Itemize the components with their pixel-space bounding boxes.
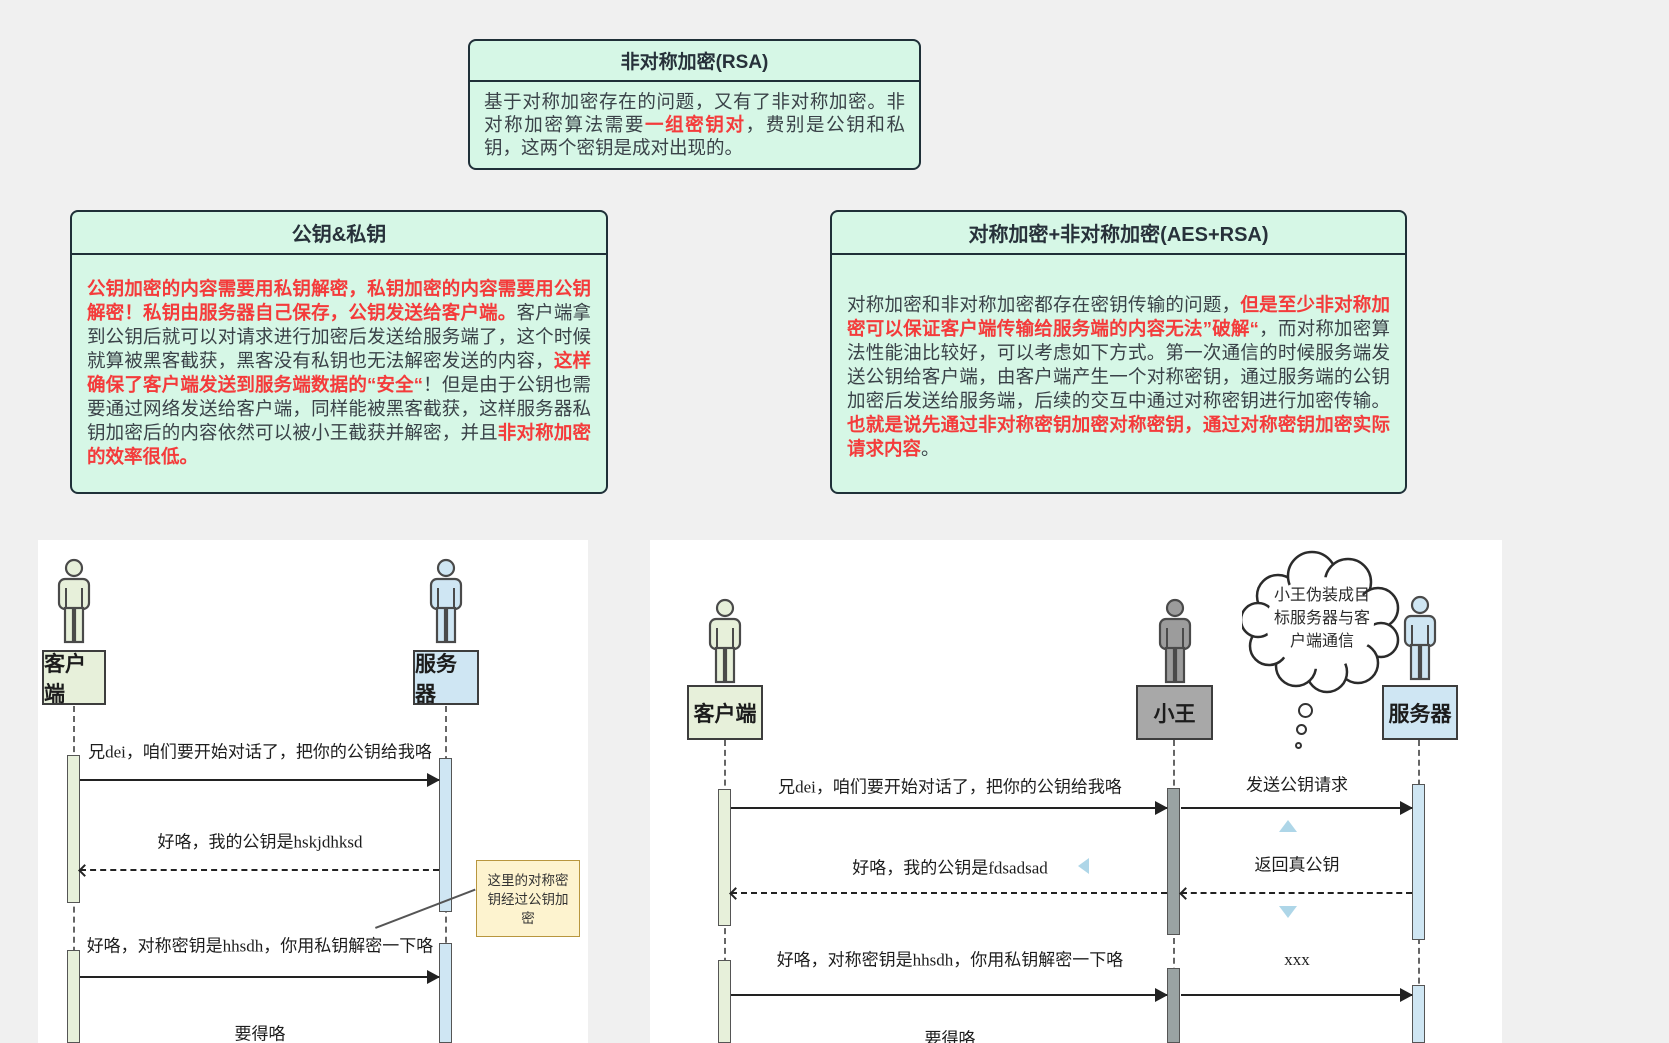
highlighted-text-segment: 非对称加密的效率很低。 — [87, 422, 591, 467]
arrow-line — [731, 994, 1167, 996]
infobox-public-private-key: 公钥&私钥 公钥加密的内容需要用私钥解密，私钥加密的内容需要用公钥解密！私钥由服… — [70, 210, 608, 494]
server-person-icon — [1397, 595, 1443, 681]
message-forward-key-request: 发送公钥请求 — [1246, 775, 1348, 795]
thought-dot-small — [1295, 742, 1302, 749]
actor-client: 客户端 — [687, 685, 763, 740]
thought-dot-large — [1298, 703, 1313, 718]
text-segment: ！但是由于公钥也需要通过网络发送给客户端，同样能被黑客截获，这样服务器私钥加密后… — [87, 374, 591, 443]
arrow-mitm-to-client-return — [729, 886, 1167, 900]
arrowhead-right-icon — [1400, 801, 1413, 815]
arrowhead-right-icon — [1155, 801, 1168, 815]
activation-client-2 — [67, 950, 80, 1043]
infobox-rsa-body: 基于对称加密存在的问题，又有了非对称加密。非对称加密算法需要一组密钥对，费别是公… — [470, 82, 919, 167]
infobox-rsa-title: 非对称加密(RSA) — [470, 41, 919, 82]
activation-mitm-2 — [1167, 968, 1180, 1043]
arrowhead-left-icon — [1179, 886, 1192, 900]
text-segment: 。 — [921, 438, 940, 459]
infobox-rsa: 非对称加密(RSA) 基于对称加密存在的问题，又有了非对称加密。非对称加密算法需… — [468, 39, 921, 170]
arrow-line — [80, 976, 439, 978]
arrow-request-public-key — [80, 773, 440, 787]
message-fake-public-key: 好咯，我的公钥是fdsadsad — [852, 858, 1048, 878]
arrowhead-right-icon — [1155, 988, 1168, 1002]
arrow-line — [731, 807, 1167, 809]
activation-mitm-1 — [1167, 788, 1180, 935]
arrow-line — [1181, 994, 1412, 996]
arrow-client-symkey-to-mitm — [731, 988, 1168, 1002]
thought-dot-medium — [1296, 724, 1307, 735]
arrow-mitm-to-server — [1181, 801, 1413, 815]
note-symmetric-key-encrypted: 这里的对称密钥经过公钥加密 — [476, 860, 580, 937]
thought-cloud-text: 小王伪装成目标服务器与客户端通信 — [1273, 587, 1370, 650]
highlighted-text-segment: 也就是说先通过非对称密钥加密对称密钥，通过对称密钥加密实际请求内容 — [847, 414, 1390, 459]
client-person-icon — [702, 598, 748, 684]
arrow-line — [1181, 892, 1412, 894]
blue-up-triangle-marker — [1279, 820, 1297, 832]
arrow-mitm-xxx-to-server — [1181, 988, 1413, 1002]
arrowhead-right-icon — [1400, 988, 1413, 1002]
infobox-keys-title: 公钥&私钥 — [72, 212, 606, 255]
arrowhead-left-icon — [729, 886, 742, 900]
activation-client-1 — [67, 755, 80, 903]
arrow-line — [80, 779, 439, 781]
message-ok: 要得咯 — [234, 1024, 286, 1043]
activation-server-2 — [439, 943, 452, 1043]
infobox-aes-body: 对称加密和非对称加密都存在密钥传输的问题，但是至少非对称加密可以保证客户端传输给… — [832, 255, 1405, 471]
mitm-person-icon — [1152, 598, 1198, 684]
highlighted-text-segment: 公钥加密的内容需要用私钥解密，私钥加密的内容需要用公钥解密！私钥由服务器自己保存… — [87, 278, 591, 323]
highlighted-text-segment: 这样确保了客户端发送到服务端数据的“安全“ — [87, 350, 591, 395]
arrowhead-left-icon — [78, 863, 91, 877]
highlighted-text-segment: 一组密钥对 — [644, 114, 746, 135]
actor-mitm: 小王 — [1136, 685, 1213, 740]
actor-client: 客户端 — [42, 650, 106, 706]
arrow-server-to-mitm-return — [1179, 886, 1412, 900]
text-segment: 对称加密和非对称加密都存在密钥传输的问题， — [847, 294, 1241, 315]
message-client-request-key: 兄dei，咱们要开始对话了，把你的公钥给我咯 — [778, 777, 1122, 797]
message-ok: 要得咯 — [924, 1029, 976, 1043]
sequence-diagram-rsa-exchange: 客户端 服务器 兄dei，咱们要开始对话了，把你的公钥给我咯 好咯，我的公钥是h… — [38, 540, 588, 1043]
text-segment: ，费别是公钥和私钥，这两个密钥是成对出现的。 — [484, 114, 905, 158]
note-connector-line — [375, 888, 476, 929]
arrow-send-symmetric-key — [80, 970, 440, 984]
text-segment: 客户端拿到公钥后就可以对请求进行加密后发送给服务端了，这个时候就算被黑客截获，黑… — [87, 302, 591, 371]
text-segment: ，而对称加密算法性能油比较好，可以考虑如下方式。第一次通信的时候服务端发送公钥给… — [847, 318, 1390, 411]
activation-server-1 — [1412, 784, 1425, 940]
arrow-line — [731, 892, 1167, 894]
message-request-public-key: 兄dei，咱们要开始对话了，把你的公钥给我咯 — [88, 742, 432, 762]
actor-server: 服务器 — [413, 650, 479, 706]
sequence-diagram-mitm-attack: 客户端 小王 服务器 小王伪装成目标服务器与客户端通信 兄dei，咱们要开始对话… — [650, 540, 1502, 1043]
message-return-public-key: 好咯，我的公钥是hskjdhksd — [157, 832, 363, 852]
infobox-aes-rsa: 对称加密+非对称加密(AES+RSA) 对称加密和非对称加密都存在密钥传输的问题… — [830, 210, 1407, 494]
activation-server-1 — [439, 758, 452, 912]
activation-server-2 — [1412, 985, 1425, 1043]
highlighted-text-segment: 但是至少非对称加密可以保证客户端传输给服务端的内容无法”破解“ — [847, 294, 1390, 339]
message-xxx: xxx — [1284, 950, 1310, 969]
text-segment: 基于对称加密存在的问题，又有了非对称加密。非对称加密算法需要 — [484, 91, 905, 135]
message-real-public-key: 返回真公钥 — [1254, 855, 1340, 875]
infobox-aes-title: 对称加密+非对称加密(AES+RSA) — [832, 212, 1405, 255]
arrowhead-right-icon — [427, 773, 440, 787]
activation-client-1 — [718, 789, 731, 926]
server-person-icon — [423, 558, 469, 644]
activation-client-2 — [718, 960, 731, 1043]
blue-left-triangle-marker — [1078, 858, 1089, 874]
actor-server: 服务器 — [1382, 685, 1458, 740]
arrowhead-right-icon — [427, 970, 440, 984]
thought-cloud-icon — [1242, 550, 1400, 694]
message-send-symmetric-key: 好咯，对称密钥是hhsdh，你用私钥解密一下咯 — [86, 936, 434, 956]
message-symmetric-key: 好咯，对称密钥是hhsdh，你用私钥解密一下咯 — [776, 950, 1124, 970]
client-person-icon — [51, 558, 97, 644]
infobox-keys-body: 公钥加密的内容需要用私钥解密，私钥加密的内容需要用公钥解密！私钥由服务器自己保存… — [72, 255, 606, 480]
arrow-client-to-mitm — [731, 801, 1168, 815]
arrow-return-public-key — [78, 863, 439, 877]
arrow-line — [80, 869, 439, 871]
arrow-line — [1181, 807, 1412, 809]
blue-down-triangle-marker — [1279, 906, 1297, 918]
